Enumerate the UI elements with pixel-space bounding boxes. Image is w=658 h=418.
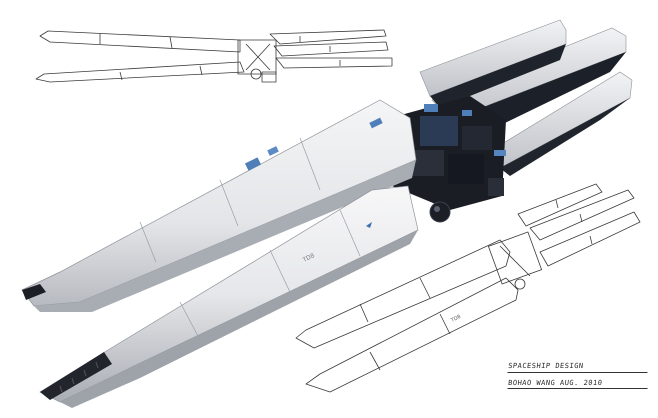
main-ship-lower-hull: TD8 (39, 185, 419, 408)
caption-signature: BOHAO WANG AUG. 2010 (507, 379, 649, 389)
bottom-sketch-fin-1 (517, 183, 603, 227)
top-sketch-lower-hull (35, 61, 245, 83)
main-ship-fins (419, 19, 633, 176)
main-ship-upper-hull (21, 99, 417, 312)
top-sketch-upper-hull (39, 30, 241, 53)
bottom-sketch-core (488, 231, 542, 285)
bottom-sketch-fin-2 (529, 189, 635, 241)
top-sketch-fin-3 (275, 57, 393, 69)
main-ship-core (390, 96, 506, 223)
top-sketch-fin-2 (273, 41, 389, 57)
top-sketch-core (237, 39, 277, 75)
bottom-sketch-lower-hull (305, 277, 519, 393)
bottom-sketch-fin-3 (539, 211, 641, 267)
bottom-sketch-upper-hull (295, 239, 511, 349)
svg-text:TD8: TD8 (449, 314, 462, 324)
top-sketch-fin-1 (269, 29, 387, 45)
caption-title: SPACESHIP DESIGN (507, 362, 649, 373)
artist-caption: SPACESHIP DESIGN BOHAO WANG AUG. 2010 (507, 362, 649, 389)
